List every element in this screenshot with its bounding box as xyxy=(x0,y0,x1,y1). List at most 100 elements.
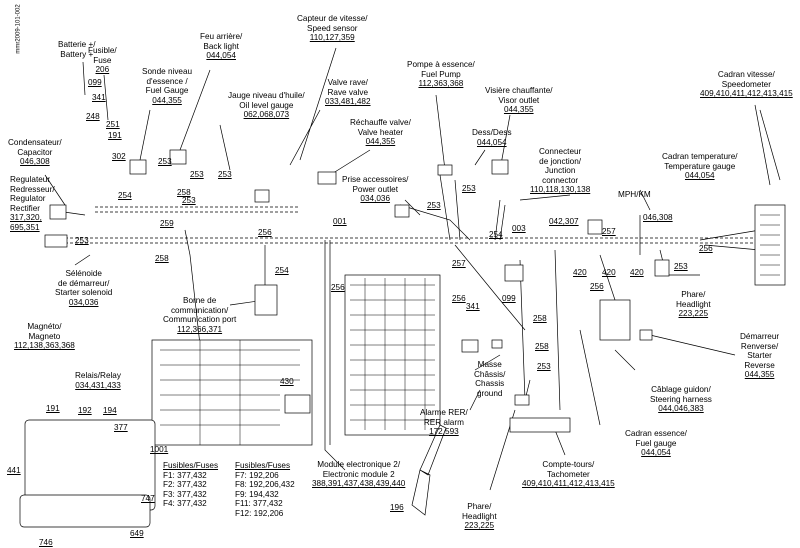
fuel-level-connector xyxy=(129,159,147,175)
callout-256: 256 xyxy=(590,282,604,291)
ecm2-connector xyxy=(344,274,441,436)
ecm2-pins xyxy=(350,278,435,430)
callout-254: 254 xyxy=(275,266,289,275)
callout-001: 001 xyxy=(333,217,347,226)
fuse-box-pins xyxy=(160,340,300,445)
callout-377: 377 xyxy=(114,423,128,432)
speedometer-pins xyxy=(760,214,780,276)
leader-lines xyxy=(44,47,771,491)
fuse-box-connectors xyxy=(151,339,313,446)
relay-block xyxy=(284,394,311,414)
callout-257: 257 xyxy=(602,227,616,236)
callout-196: 196 xyxy=(390,503,404,512)
harness-dess xyxy=(494,199,506,241)
speed-sensor xyxy=(254,189,270,203)
callout-256: 256 xyxy=(452,294,466,303)
magneto-connector xyxy=(44,234,68,248)
callout-1001: 1001 xyxy=(150,445,169,454)
callout-256: 256 xyxy=(699,244,713,253)
callout-251: 251 xyxy=(106,120,120,129)
fuse-relay-box-base xyxy=(19,494,151,528)
ecm2-label: Module electronique 2/Electronic module … xyxy=(312,460,406,489)
callout-191: 191 xyxy=(46,404,60,413)
callout-420: 420 xyxy=(630,268,644,277)
callout-747: 747 xyxy=(141,494,155,503)
callout-253: 253 xyxy=(75,236,89,245)
callout-254: 254 xyxy=(118,191,132,200)
headlight-connector xyxy=(654,259,670,277)
callout-420: 420 xyxy=(602,268,616,277)
callout-259: 259 xyxy=(160,219,174,228)
callout-341: 341 xyxy=(92,93,106,102)
rer-alarm-connector xyxy=(461,339,479,353)
callout-254: 254 xyxy=(489,230,503,239)
harness-right xyxy=(639,215,761,255)
harness-relay xyxy=(184,229,201,346)
callout-649: 649 xyxy=(130,529,144,538)
callout-257: 257 xyxy=(452,259,466,268)
callout-258: 258 xyxy=(155,254,169,263)
harness-fuelpump xyxy=(439,174,461,241)
callout-256: 256 xyxy=(258,228,272,237)
mph-km-label: MPH/KM xyxy=(618,190,651,199)
valve-heater xyxy=(317,171,337,185)
probe-tool xyxy=(411,424,447,516)
callout-258: 258 xyxy=(533,314,547,323)
callout-258: 258 xyxy=(535,342,549,351)
callout-253: 253 xyxy=(537,362,551,371)
callout-341: 341 xyxy=(466,302,480,311)
harness-power xyxy=(399,204,471,241)
reverse-starter xyxy=(639,329,653,341)
callout-192: 192 xyxy=(78,406,92,415)
callout-003: 003 xyxy=(512,224,526,233)
battery-label: Batterie +/Battery + xyxy=(58,40,96,59)
harness-speedo xyxy=(759,109,781,181)
comm-port-connector xyxy=(254,284,278,316)
callout-302: 302 xyxy=(112,152,126,161)
callout-253: 253 xyxy=(462,184,476,193)
callout-420: 420 xyxy=(573,268,587,277)
callout-248: 248 xyxy=(86,112,100,121)
callout-253: 253 xyxy=(427,201,441,210)
callout-746: 746 xyxy=(39,538,53,547)
callout-191: 191 xyxy=(108,131,122,140)
harness-center xyxy=(454,244,561,411)
callout-256: 256 xyxy=(331,283,345,292)
chassis-ground xyxy=(491,339,503,349)
steering-connector xyxy=(599,299,631,341)
callout-046-308: 046,308 xyxy=(643,213,673,222)
callout-099: 099 xyxy=(502,294,516,303)
headlight-bottom xyxy=(514,394,530,406)
harness-down xyxy=(324,240,346,471)
callout-253: 253 xyxy=(158,157,172,166)
callout-042-307: 042,307 xyxy=(549,217,579,226)
junction-connector xyxy=(504,264,524,282)
